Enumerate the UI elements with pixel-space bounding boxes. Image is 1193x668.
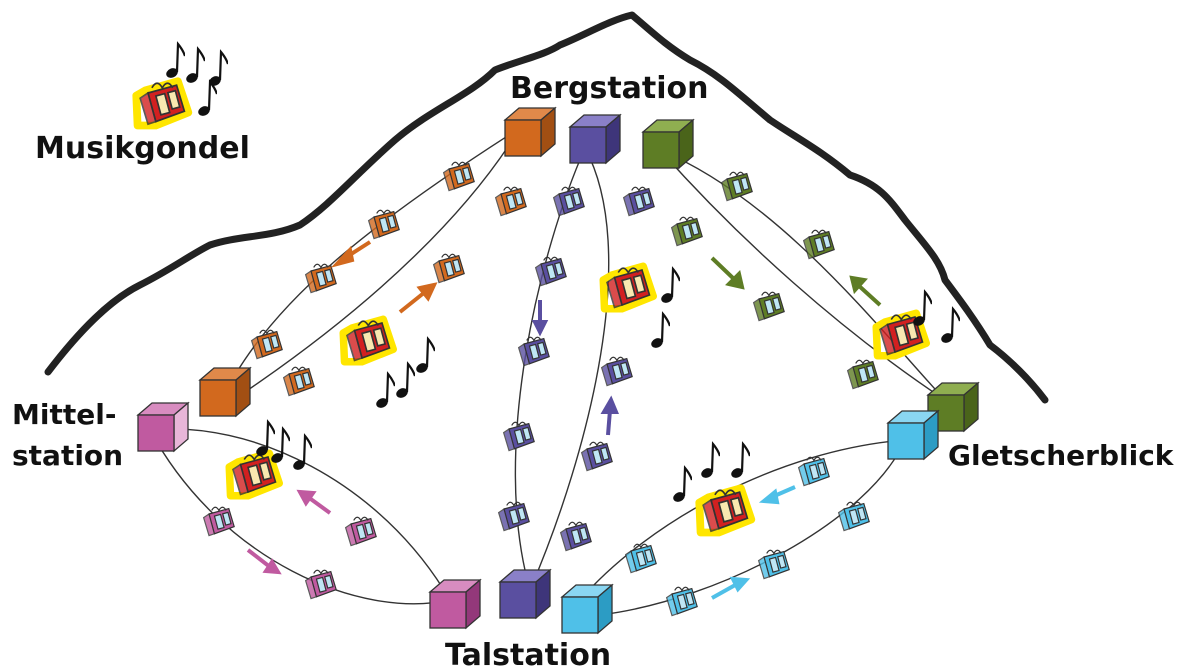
gift-gondola-icon [517,336,550,367]
label-bergstation: Bergstation [510,71,709,106]
station-cube-icon [886,409,940,461]
music-note-icon [197,80,217,118]
direction-arrow-icon [600,395,619,436]
direction-arrow-icon [296,489,332,515]
station-cube-icon [136,401,190,453]
gift-gondola-icon [344,516,377,547]
gift-gondola-icon [282,366,315,397]
label-mittelstation-line1: Mittel- [12,398,116,431]
gift-gondola-icon [502,421,535,452]
station-cube-icon [198,366,252,418]
pink-line-cable [149,428,452,605]
gift-gondola-icon [367,209,400,240]
label-mittelstation-line2: station [12,439,123,472]
gift-gondola-icon [552,186,585,217]
label-gletscherblick: Gletscherblick [948,439,1175,472]
station-cube-icon [641,118,695,170]
gift-gondola-icon [304,263,337,294]
stations [136,106,980,635]
gift-gondola-icon [580,441,613,472]
gift-gondola-icon [670,216,703,247]
music-note-icon [415,337,435,375]
direction-arrow-icon [711,576,751,600]
gift-gondola-icon [202,506,235,537]
gift-gondola-icon [846,359,879,390]
station-cube-icon [568,113,622,165]
music-note-icon [940,307,960,345]
direction-arrow-icon [758,485,796,505]
direction-arrow-icon [710,256,745,290]
station-cube-icon [428,578,482,630]
music-gondola-icon [225,449,283,500]
gift-gondola-icon [432,253,465,284]
gift-gondola-icon [757,549,790,580]
gift-gondola-icon [622,186,655,217]
music-gondola-icon [132,77,193,130]
music-note-icon [650,312,670,350]
gift-gondola-icon [442,161,475,192]
gift-gondola-icon [559,521,592,552]
music-gondola-icon [339,315,397,366]
label-talstation: Talstation [445,638,611,668]
gift-gondola-icon [752,291,785,322]
music-note-icon [208,50,228,88]
gift-gondola-icon [494,186,527,217]
direction-arrows [246,240,882,600]
legend-label-musikgondel: Musikgondel [35,131,250,166]
music-note-icon [660,267,680,305]
music-note-icon [730,442,750,480]
gift-gondola-icon [497,501,530,532]
gift-gondola-icon [802,229,835,260]
music-gondola-icon [695,484,756,537]
gift-gondola-icon [534,256,567,287]
gift-gondola-icon [665,586,698,617]
music-gondola-icon [599,262,657,313]
gift-gondola-icon [304,569,337,600]
music-gondola-icon [872,309,930,360]
direction-arrow-icon [330,240,372,268]
music-note-icon [700,442,720,480]
music-note-icon [270,427,290,465]
gift-gondola-icon [720,171,753,202]
gondolas [132,77,930,617]
gift-gondola-icon [250,329,283,360]
station-cube-icon [503,106,557,158]
direction-arrow-icon [531,300,549,337]
gift-gondola-icon [600,356,633,387]
music-note-icon [185,47,205,85]
mountain-outline [44,11,1049,404]
music-note-icon [292,434,312,472]
gift-gondola-icon [837,501,870,532]
direction-arrow-icon [398,282,438,314]
music-note-icon [165,42,185,80]
music-note-icon [375,372,395,410]
music-note-icon [672,466,692,504]
gift-gondola-icon [797,456,830,487]
station-cube-icon [498,568,552,620]
gift-gondola-icon [624,543,657,574]
direction-arrow-icon [849,275,882,307]
direction-arrow-icon [246,548,282,575]
music-note-icon [395,362,415,400]
station-cube-icon [560,583,614,635]
green-line-cable [659,149,946,401]
